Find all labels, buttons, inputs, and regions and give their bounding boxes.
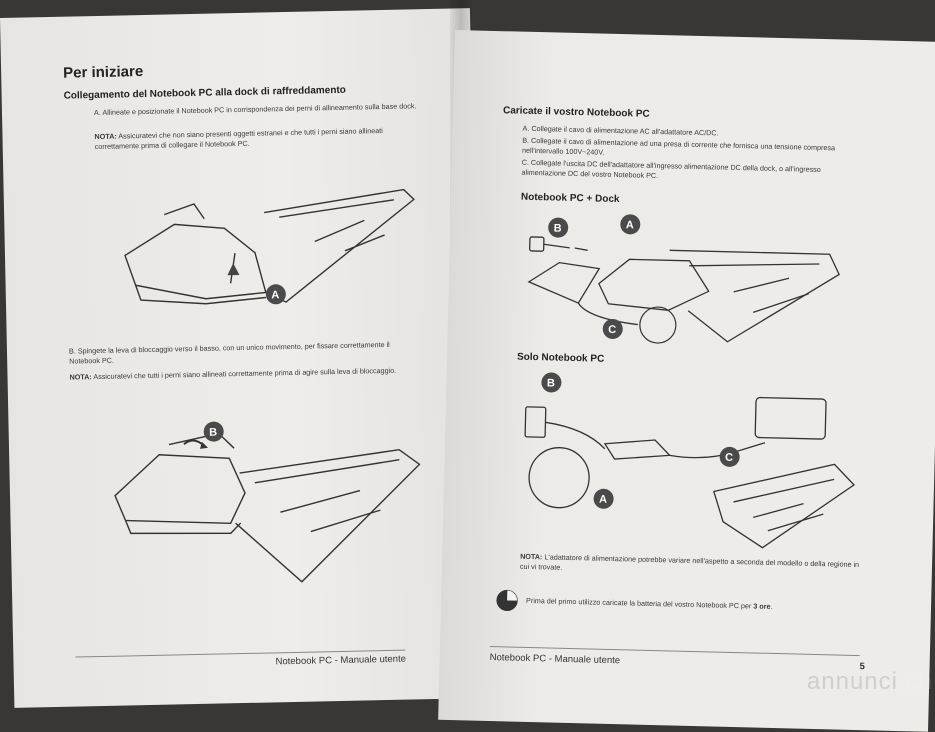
- section-subtitle: Collegamento del Notebook PC alla dock d…: [63, 84, 346, 102]
- svg-text:B: B: [209, 427, 217, 439]
- note-b-text: Assicuratevi che tutti i perni siano all…: [93, 365, 397, 382]
- badge-a-dock: A: [620, 214, 641, 235]
- svg-text:A: A: [271, 289, 279, 301]
- watermark: annunci.ch: [807, 668, 933, 696]
- note-a-text: Assicuratevi che non siano presenti ogge…: [94, 126, 383, 152]
- page-title: Per iniziare: [62, 63, 144, 82]
- badge-b-dock: B: [548, 217, 569, 238]
- svg-text:A: A: [626, 219, 634, 231]
- badge-b: B: [203, 421, 224, 442]
- charge-prefix: Prima del primo utilizzo caricate la bat…: [525, 595, 754, 611]
- right-page: Caricate il vostro Notebook PC A. Colleg…: [438, 30, 935, 732]
- svg-text:A: A: [599, 494, 607, 506]
- left-page: Per iniziare Collegamento del Notebook P…: [0, 8, 485, 708]
- watermark-suffix: .ch: [897, 668, 933, 695]
- svg-text:C: C: [725, 452, 733, 464]
- note-a: NOTA: Assicuratevi che non siano present…: [94, 125, 424, 152]
- badge-c-dock: C: [602, 318, 623, 339]
- charge-title: Caricate il vostro Notebook PC: [502, 105, 650, 120]
- badge-b-solo: B: [541, 372, 562, 393]
- charge-suffix: .: [770, 601, 773, 611]
- footer-text: Notebook PC - Manuale utente: [275, 653, 407, 668]
- svg-text:B: B: [554, 222, 562, 234]
- dock-illustration-a: A: [124, 188, 415, 305]
- badge-c-solo: C: [719, 446, 740, 467]
- badge-a: A: [265, 284, 286, 305]
- adapter-note-text: L'adattatore di alimentazione potrebbe v…: [519, 552, 860, 572]
- footer-text-right: Notebook PC - Manuale utente: [489, 652, 621, 667]
- charge-hours: 3 ore: [753, 601, 771, 611]
- clock-icon: [496, 589, 518, 612]
- note-b-label: NOTA:: [69, 372, 92, 382]
- svg-text:B: B: [547, 377, 555, 389]
- watermark-brand: annunci: [806, 668, 898, 695]
- note-b: NOTA: Assicuratevi che tutti i perni sia…: [69, 366, 399, 383]
- charge-instruction: Prima del primo utilizzo caricate la bat…: [526, 596, 866, 614]
- dock-illustration-b: B: [114, 421, 421, 583]
- dock-heading: Notebook PC + Dock: [520, 191, 620, 206]
- note-a-label: NOTA:: [94, 131, 117, 142]
- step-a-text: A. Allineate e posizionate il Notebook P…: [93, 101, 417, 118]
- solo-heading: Solo Notebook PC: [516, 351, 605, 365]
- charging-solo-illustration: B A C: [524, 372, 856, 549]
- charging-dock-illustration: B A C: [527, 214, 840, 344]
- adapter-note-label: NOTA:: [520, 551, 543, 562]
- adapter-note: NOTA: L'adattatore di alimentazione potr…: [520, 552, 860, 580]
- badge-a-solo: A: [593, 488, 614, 509]
- svg-text:C: C: [608, 324, 616, 336]
